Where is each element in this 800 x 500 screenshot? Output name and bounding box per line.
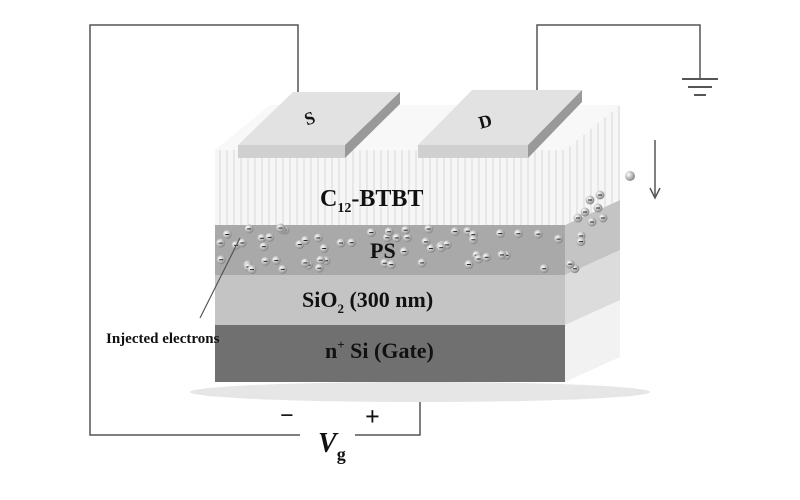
injected-electrons-label: Injected electrons xyxy=(106,331,220,347)
injected-pointer xyxy=(199,237,241,319)
gate-layer xyxy=(215,325,565,382)
ps-label: PS xyxy=(370,238,396,263)
drain-label: D xyxy=(476,110,494,133)
gate-side-face xyxy=(565,300,620,382)
btbt-side-face xyxy=(565,105,620,225)
electrons xyxy=(216,190,608,275)
vg-label: Vg xyxy=(318,428,346,464)
down-arrow-icon xyxy=(649,140,661,200)
device-shadow xyxy=(190,382,650,402)
sio2-layer xyxy=(215,275,565,325)
ground-icon xyxy=(682,78,718,96)
minus-sign: − xyxy=(280,403,294,429)
sio2-label: SiO2 (300 nm) xyxy=(302,287,433,316)
source-electrode: S xyxy=(238,92,400,158)
electron-icon xyxy=(625,171,635,181)
btbt-label: C12-BTBT xyxy=(320,186,423,216)
drain-electrode: D xyxy=(418,90,582,158)
gate-label: n+ Si (Gate) xyxy=(325,337,434,363)
btbt-layer xyxy=(215,150,565,225)
plus-sign: + xyxy=(365,402,380,431)
